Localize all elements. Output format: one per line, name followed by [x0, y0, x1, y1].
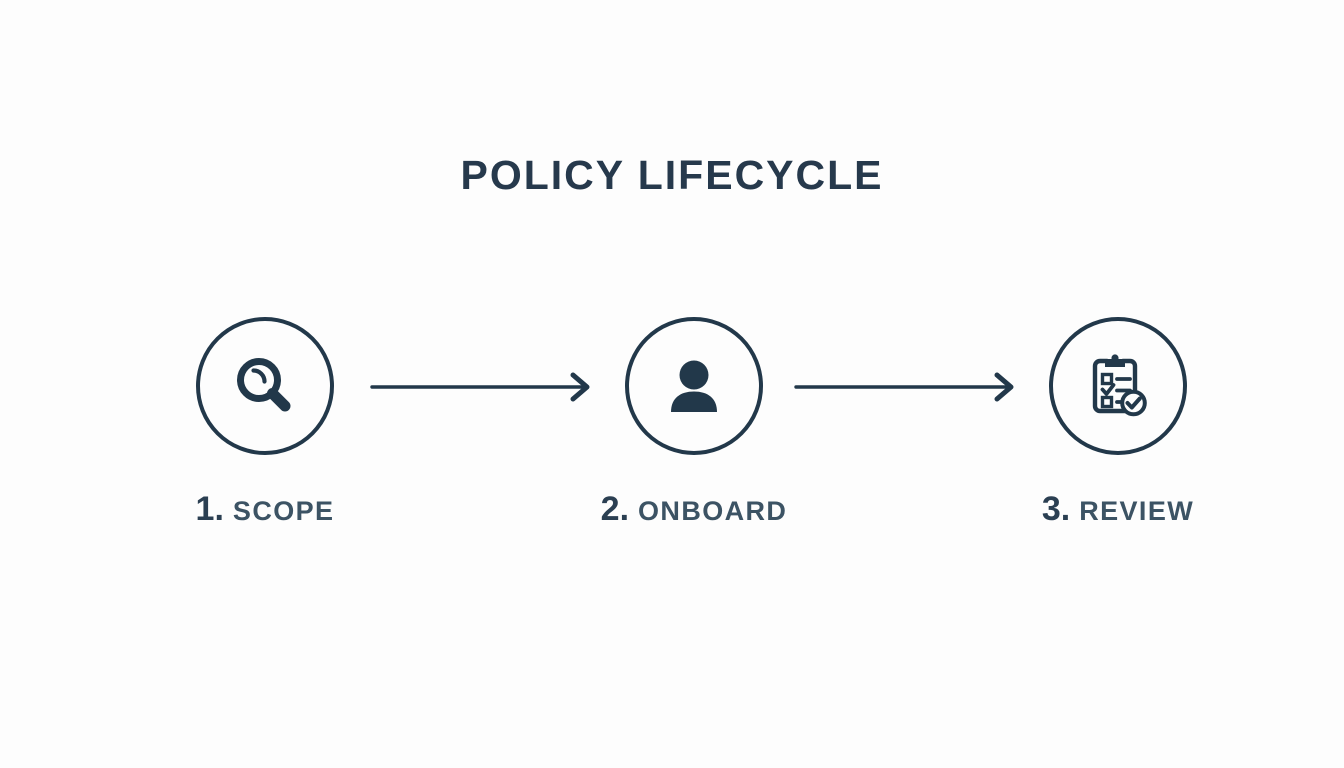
step-scope[interactable]: 1. SCOPE	[145, 317, 385, 529]
step-scope-number: 1.	[195, 490, 224, 528]
page-title: POLICY LIFECYCLE	[460, 152, 884, 198]
step-onboard-circle[interactable]	[625, 317, 763, 455]
arrow-right-icon-2	[794, 371, 1019, 403]
step-review[interactable]: 3. REVIEW	[998, 317, 1238, 529]
step-onboard-label: 2. ONBOARD	[574, 490, 814, 529]
clipboard-check-icon	[1080, 348, 1156, 424]
arrow-right-icon-1	[370, 371, 595, 403]
magnifier-icon	[229, 350, 301, 422]
step-scope-label: 1. SCOPE	[145, 490, 385, 529]
step-review-circle[interactable]	[1049, 317, 1187, 455]
step-review-label: 3. REVIEW	[998, 490, 1238, 529]
step-onboard-text: ONBOARD	[638, 496, 788, 526]
step-scope-circle[interactable]	[196, 317, 334, 455]
step-review-number: 3.	[1041, 490, 1071, 528]
step-review-text: REVIEW	[1079, 496, 1195, 526]
step-onboard[interactable]: 2. ONBOARD	[574, 317, 814, 529]
step-onboard-number: 2.	[600, 490, 630, 528]
step-scope-text: SCOPE	[232, 496, 335, 526]
person-icon	[658, 350, 730, 422]
